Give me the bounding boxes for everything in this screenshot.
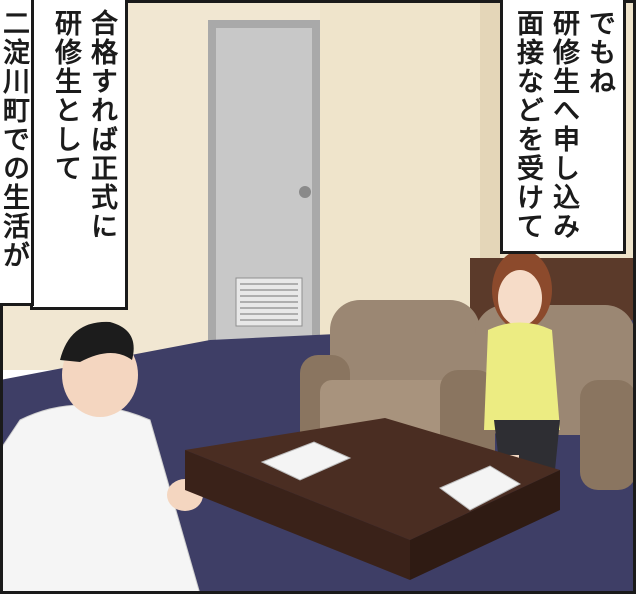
caption-box-middle: 合格すれば正式に 研修生として <box>30 0 128 310</box>
wall-pillar <box>480 0 500 300</box>
caption-box-left: 二淀川町での生活が <box>0 0 34 306</box>
caption-line: 研修生へ申し込み <box>548 9 579 241</box>
table-side <box>185 450 410 580</box>
caption-box-right: でもね 研修生へ申し込み 面接などを受けて <box>500 0 626 254</box>
coffee-table <box>185 418 560 540</box>
door-knob <box>299 186 311 198</box>
table-front <box>410 470 560 580</box>
document-1 <box>260 441 352 481</box>
vent-slats <box>240 283 298 321</box>
document-2 <box>439 465 522 511</box>
caption-line: 研修生として <box>50 9 81 183</box>
caption-line: 面接などを受けて <box>512 9 543 241</box>
caption-line: 二淀川町での生活が <box>0 9 29 270</box>
caption-line: 合格すれば正式に <box>86 9 117 241</box>
caption-line: でもね <box>584 9 615 96</box>
